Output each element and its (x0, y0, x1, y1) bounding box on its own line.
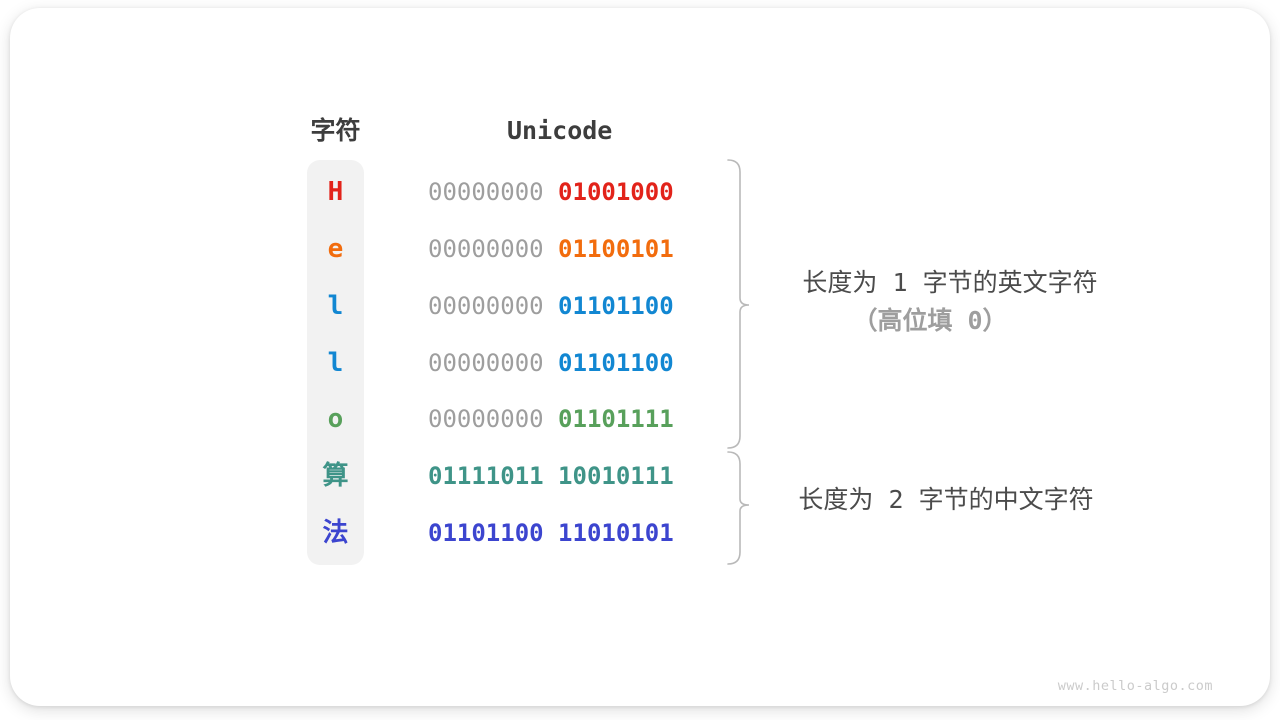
high-byte: 00000000 (428, 235, 544, 263)
character-column-background (307, 160, 364, 565)
column-header-unicode: Unicode (507, 116, 613, 145)
table-row: 法 01101100 11010101 (0, 516, 1280, 550)
unicode-binary-value: 01111011 10010111 (428, 459, 674, 493)
character-cell: e (327, 234, 344, 264)
table-row: l 00000000 01101100 (0, 346, 1280, 380)
annotation-high-bits-zero: （高位填 0） (852, 306, 1008, 335)
unicode-binary-value: 00000000 01001000 (428, 175, 674, 209)
brace-1-byte-group (727, 159, 750, 449)
table-row: 算 01111011 10010111 (0, 459, 1280, 493)
annotation-chinese-chars: 长度为 2 字节的中文字符 (798, 485, 1094, 514)
brace-2-byte-group (727, 451, 750, 565)
high-byte: 01101100 (428, 519, 544, 547)
table-row: o 00000000 01101111 (0, 402, 1280, 436)
high-byte: 00000000 (428, 349, 544, 377)
character-cell: 法 (322, 518, 349, 548)
table-row: l 00000000 01101100 (0, 289, 1280, 323)
low-byte: 01100101 (558, 235, 674, 263)
diagram-card (10, 8, 1270, 706)
unicode-binary-value: 00000000 01101100 (428, 346, 674, 380)
character-cell: l (327, 348, 344, 378)
annotation-english-chars: 长度为 1 字节的英文字符 (802, 268, 1098, 297)
character-cell: o (327, 404, 344, 434)
unicode-binary-value: 00000000 01101111 (428, 402, 674, 436)
column-header-character: 字符 (310, 116, 361, 145)
table-row: e 00000000 01100101 (0, 232, 1280, 266)
unicode-binary-value: 00000000 01101100 (428, 289, 674, 323)
high-byte: 01111011 (428, 462, 544, 490)
character-cell: H (327, 177, 344, 207)
low-byte: 01001000 (558, 178, 674, 206)
high-byte: 00000000 (428, 292, 544, 320)
low-byte: 11010101 (558, 519, 674, 547)
unicode-binary-value: 00000000 01100101 (428, 232, 674, 266)
high-byte: 00000000 (428, 178, 544, 206)
unicode-binary-value: 01101100 11010101 (428, 516, 674, 550)
low-byte: 01101111 (558, 405, 674, 433)
character-cell: l (327, 291, 344, 321)
low-byte: 01101100 (558, 349, 674, 377)
high-byte: 00000000 (428, 405, 544, 433)
character-cell: 算 (322, 461, 349, 491)
low-byte: 01101100 (558, 292, 674, 320)
table-row: H 00000000 01001000 (0, 175, 1280, 209)
watermark-hello-algo: www.hello-algo.com (1057, 678, 1213, 694)
low-byte: 10010111 (558, 462, 674, 490)
